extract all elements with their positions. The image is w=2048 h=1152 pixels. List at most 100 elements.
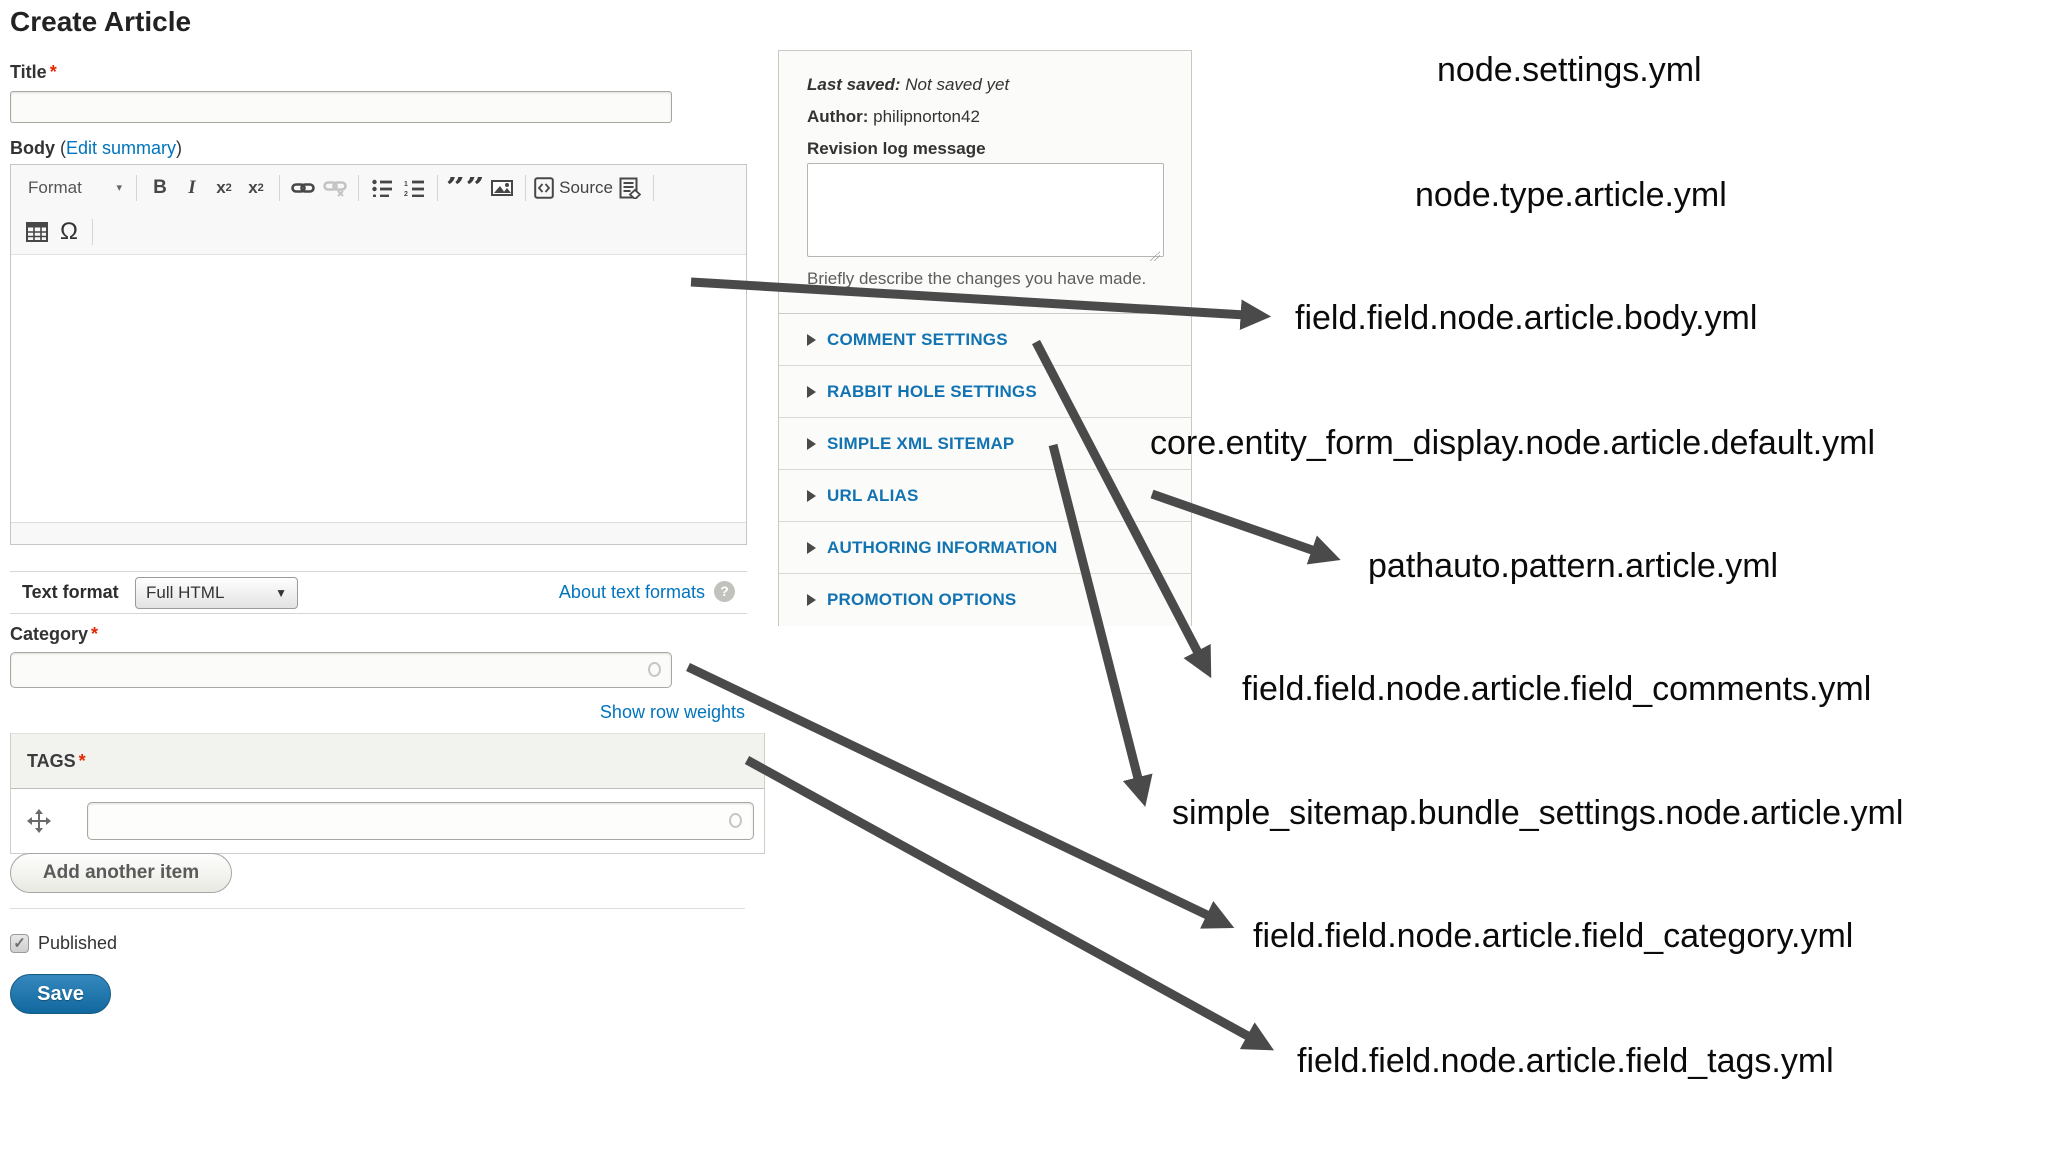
section-comment-settings[interactable]: COMMENT SETTINGS — [779, 314, 1191, 366]
toolbar-separator — [525, 174, 527, 201]
title-input[interactable] — [10, 91, 672, 123]
blockquote-glyph: ” — [446, 176, 466, 199]
toolbar-separator — [136, 174, 137, 201]
category-input[interactable] — [10, 652, 672, 688]
format-dropdown-label: Format — [28, 177, 82, 197]
revision-log-help: Briefly describe the changes you have ma… — [807, 269, 1147, 288]
author-value: philipnorton42 — [873, 107, 980, 126]
annotation-node-settings: node.settings.yml — [1437, 51, 1702, 89]
blockquote-icon[interactable]: ”” — [446, 177, 485, 199]
svg-text:2: 2 — [404, 191, 408, 197]
templates-icon[interactable] — [615, 172, 645, 204]
toolbar-separator — [92, 219, 93, 245]
annotation-simple-sitemap: simple_sitemap.bundle_settings.node.arti… — [1172, 794, 1904, 832]
collapsed-arrow-icon — [807, 333, 816, 346]
last-saved-value: Not saved yet — [905, 75, 1010, 94]
tags-input[interactable] — [87, 802, 754, 840]
tags-row — [11, 789, 764, 853]
annotation-field-comments: field.field.node.article.field_comments.… — [1242, 670, 1872, 708]
section-url-alias[interactable]: URL ALIAS — [779, 470, 1191, 522]
section-label: PROMOTION OPTIONS — [827, 590, 1017, 609]
revision-log-label: Revision log message — [807, 139, 986, 158]
bold-button[interactable]: B — [153, 176, 167, 198]
blockquote-glyph: ” — [465, 176, 486, 199]
collapsed-arrow-icon — [807, 489, 816, 502]
show-row-weights-link[interactable]: Show row weights — [599, 702, 745, 722]
link-icon[interactable] — [288, 172, 318, 204]
chevron-down-icon: ▾ — [116, 182, 122, 194]
section-label: SIMPLE XML SITEMAP — [827, 433, 1015, 453]
body-label-text: Body — [10, 138, 55, 158]
image-icon[interactable] — [487, 172, 517, 204]
table-icon[interactable] — [22, 216, 52, 248]
bulleted-list-icon[interactable] — [367, 172, 397, 204]
page-title: Create Article — [10, 6, 192, 37]
resize-grip-icon[interactable] — [1150, 251, 1160, 261]
divider — [10, 908, 745, 909]
revision-log-textarea[interactable] — [807, 163, 1164, 257]
select-caret-icon: ▼ — [275, 586, 287, 600]
italic-button[interactable]: I — [188, 176, 196, 198]
svg-text:1: 1 — [404, 181, 408, 188]
body-paren-close: ) — [176, 138, 183, 158]
add-another-item-button[interactable]: Add another item — [10, 853, 232, 893]
category-label-text: Category — [10, 624, 89, 644]
toolbar-separator — [279, 174, 280, 201]
collapsed-arrow-icon — [807, 385, 816, 398]
editor-status-bar — [11, 522, 746, 544]
last-saved-label: Last saved: — [807, 75, 901, 94]
save-button[interactable]: Save — [10, 974, 111, 1014]
category-label: Category* — [10, 624, 98, 645]
title-required-marker: * — [49, 62, 57, 82]
toolbar-separator — [437, 174, 438, 201]
body-label: Body (Edit summary) — [10, 138, 182, 159]
about-text-formats-link[interactable]: About text formats — [558, 582, 705, 602]
arrow-category-to-category-yml — [686, 662, 1235, 929]
section-label: URL ALIAS — [827, 485, 919, 505]
category-required-marker: * — [91, 624, 99, 644]
annotation-field-tags: field.field.node.article.field_tags.yml — [1297, 1042, 1834, 1080]
section-label: RABBIT HOLE SETTINGS — [827, 381, 1037, 401]
annotation-entity-form-display: core.entity_form_display.node.article.de… — [1150, 424, 1876, 462]
title-label-text: Title — [10, 62, 47, 82]
format-dropdown[interactable]: Format ▾ — [22, 172, 128, 204]
help-icon[interactable]: ? — [714, 581, 735, 602]
collapsed-arrow-icon — [807, 594, 816, 606]
tags-field-table: TAGS* — [10, 733, 765, 854]
tags-required-marker: * — [78, 750, 86, 771]
text-format-select[interactable]: Full HTML ▼ — [135, 577, 298, 609]
text-format-value: Full HTML — [146, 583, 225, 602]
source-button[interactable]: Source — [534, 172, 613, 204]
last-saved-line: Last saved: Not saved yet — [807, 75, 1163, 95]
annotation-field-category: field.field.node.article.field_category.… — [1253, 917, 1854, 955]
body-paren-open: ( — [60, 138, 67, 158]
section-label: AUTHORING INFORMATION — [827, 537, 1058, 557]
published-row: ✓ Published — [10, 933, 117, 954]
tags-header: TAGS* — [11, 734, 764, 789]
published-label: Published — [38, 933, 118, 953]
published-checkbox[interactable]: ✓ — [10, 934, 29, 953]
annotation-pathauto-pattern: pathauto.pattern.article.yml — [1368, 547, 1779, 585]
section-promotion-options[interactable]: PROMOTION OPTIONS — [779, 574, 1191, 626]
subscript-base: x — [248, 177, 258, 197]
special-character-icon[interactable]: Ω — [60, 218, 78, 245]
section-rabbit-hole-settings[interactable]: RABBIT HOLE SETTINGS — [779, 366, 1191, 418]
autocomplete-throbber-icon — [729, 813, 742, 828]
unlink-icon[interactable] — [320, 172, 350, 204]
toolbar-separator — [653, 174, 654, 201]
body-editor-content[interactable] — [11, 254, 746, 522]
section-simple-xml-sitemap[interactable]: SIMPLE XML SITEMAP — [779, 418, 1191, 470]
section-authoring-information[interactable]: AUTHORING INFORMATION — [779, 522, 1191, 574]
editor-toolbar-row2: Ω — [11, 210, 746, 254]
meta-info: Last saved: Not saved yet Author: philip… — [779, 51, 1191, 313]
collapsed-arrow-icon — [807, 541, 816, 554]
autocomplete-throbber-icon — [648, 662, 661, 677]
drag-handle-icon[interactable] — [27, 809, 51, 833]
edit-summary-link[interactable]: Edit summary — [66, 138, 177, 158]
